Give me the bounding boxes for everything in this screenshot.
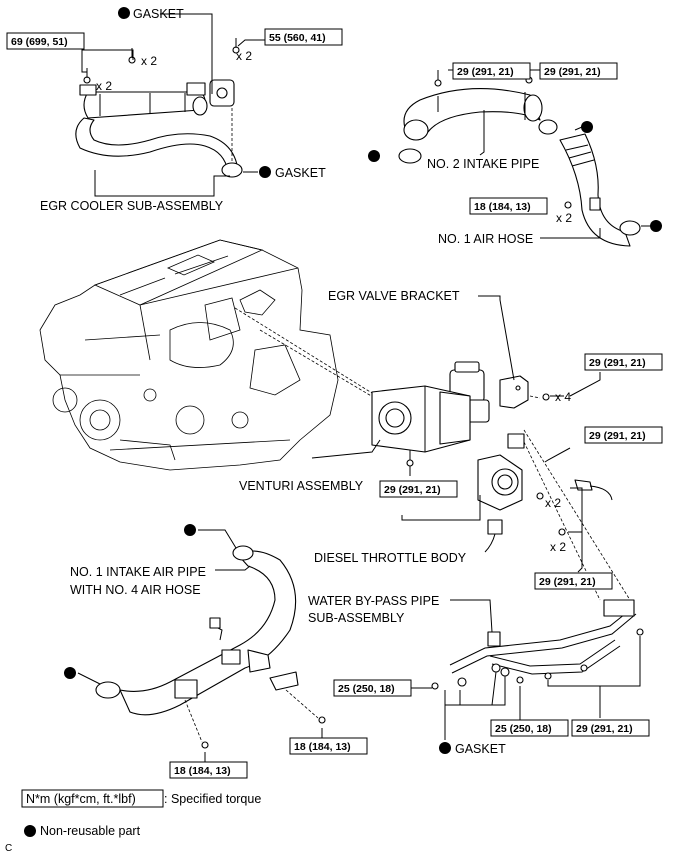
no2-intake-pipe-drawing [398,70,558,164]
label-venturi-assembly: VENTURI ASSEMBLY [239,479,364,493]
legend-torque-unit: N*m (kgf*cm, ft.*lbf) [26,792,136,806]
torque-spec-water-bypass-left: 25 (250, 18) [338,683,395,695]
label-no2-intake-pipe: NO. 2 INTAKE PIPE [427,157,539,171]
torque-spec-no2-intake-pipe-right: 29 (291, 21) [544,66,601,78]
count-egr-bracket: x 2 [236,49,252,63]
label-egr-valve-bracket: EGR VALVE BRACKET [328,289,460,303]
engine-block-drawing [39,239,339,471]
nonreusable-dot-gasket-egr [259,166,271,178]
label-gasket-egr: GASKET [275,166,326,180]
no1-intake-air-pipe-drawing [95,545,326,749]
nonreusable-dot-intake-air-top [184,524,196,536]
torque-spec-water-bypass-center: 25 (250, 18) [495,723,552,735]
nonreusable-dot-air-hose-clamp [650,220,662,232]
torque-spec-venturi: 29 (291, 21) [384,484,441,496]
egr-cooler-drawing [75,38,243,178]
nonreusable-dot-no2-intake-clamp [581,121,593,133]
nonreusable-dot-gasket-bottom [439,742,451,754]
torque-spec-egr-bracket-bolt: 55 (560, 41) [269,32,326,44]
nonreusable-dot-intake-air-left [64,667,76,679]
torque-spec-egr-cooler-bolt: 69 (699, 51) [11,36,68,48]
label-egr-cooler: EGR COOLER SUB-ASSEMBLY [40,199,224,213]
label-water-bypass-pipe: WATER BY-PASS PIPE [308,594,439,608]
label-water-bypass-subassembly: SUB-ASSEMBLY [308,611,405,625]
torque-spec-throttle-upper: 29 (291, 21) [589,430,646,442]
count-throttle-upper: x 2 [545,496,561,510]
torque-spec-intake-air-pipe-right: 18 (184, 13) [294,741,351,753]
legend-torque-text: : Specified torque [164,792,261,806]
label-gasket-bottom: GASKET [455,742,506,756]
torque-spec-no1-air-hose: 18 (184, 13) [474,201,531,213]
venturi-drawing [371,385,471,467]
throttle-body-drawing [477,433,613,553]
count-egr-valve-bracket: x 4 [555,390,571,404]
torque-spec-egr-valve-bracket: 29 (291, 21) [589,357,646,369]
legend-nonreusable-dot [24,825,36,837]
count-throttle-lower: x 2 [550,540,566,554]
nonreusable-dot-no2-intake-left [368,150,380,162]
label-gasket-top: GASKET [133,7,184,21]
water-bypass-pipe-drawing [431,599,644,690]
label-no1-air-hose: NO. 1 AIR HOSE [438,232,533,246]
legend-nonreusable-text: Non-reusable part [40,824,141,838]
no1-air-hose-drawing [559,133,641,247]
corner-code: C [5,843,12,854]
label-diesel-throttle-body: DIESEL THROTTLE BODY [314,551,467,565]
count-egr-cooler-upper: x 2 [141,54,157,68]
count-egr-cooler-lower: x 2 [96,79,112,93]
torque-spec-intake-air-pipe-left: 18 (184, 13) [174,765,231,777]
label-no4-air-hose: WITH NO. 4 AIR HOSE [70,583,201,597]
legend: N*m (kgf*cm, ft.*lbf) : Specified torque… [21,789,261,838]
nonreusable-dot-gasket-top [118,7,130,19]
label-no1-intake-air-pipe: NO. 1 INTAKE AIR PIPE [70,565,206,579]
count-no1-air-hose: x 2 [556,211,572,225]
torque-spec-water-bypass-right: 29 (291, 21) [576,723,633,735]
torque-spec-no2-intake-pipe-left: 29 (291, 21) [457,66,514,78]
torque-spec-throttle-lower: 29 (291, 21) [539,576,596,588]
